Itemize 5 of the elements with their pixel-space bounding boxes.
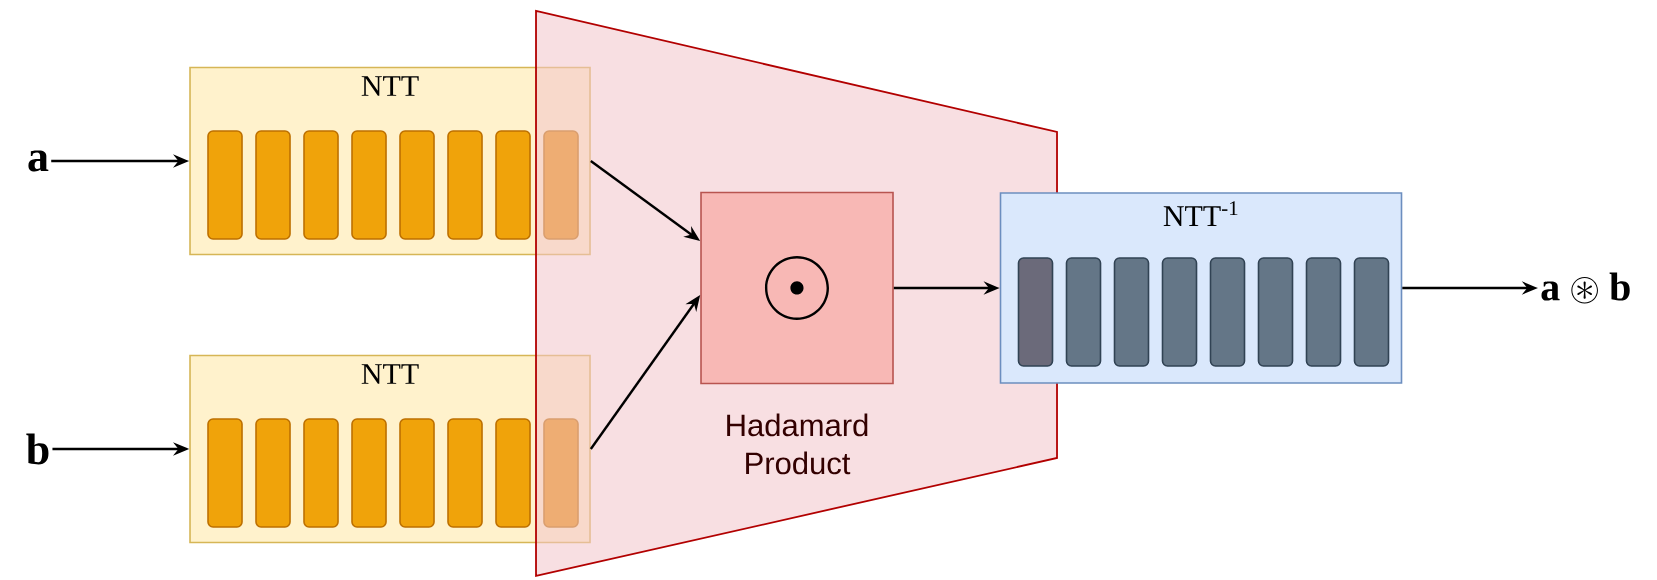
- input-label: $\mathbf{a}$: [28, 150, 49, 172]
- hadamard-box: $\odot$: [700, 191, 894, 385]
- input-label: $\mathbf{b}$: [26, 433, 49, 465]
- caption-text: Hadamard Product: [727, 413, 868, 475]
- output-label: $\mathbf{a}\circledast\mathbf{b}$: [1541, 272, 1630, 304]
